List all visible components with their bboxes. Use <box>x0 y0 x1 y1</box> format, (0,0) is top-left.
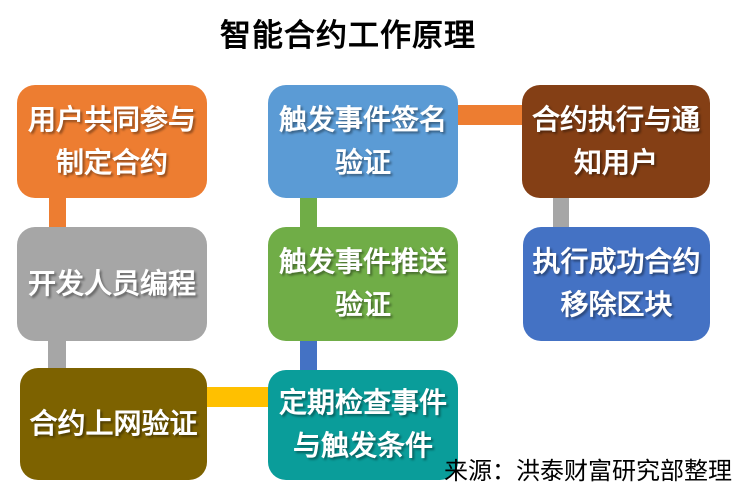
connector-users-to-developer <box>49 196 66 228</box>
flow-node-periodic-check: 定期检查事件 与触发条件 <box>268 370 458 480</box>
flow-node-users-define: 用户共同参与 制定合约 <box>17 85 207 198</box>
source-note: 来源：洪泰财富研究部整理 <box>444 457 732 485</box>
flow-node-execute-notify: 合约执行与通 知用户 <box>522 85 710 198</box>
connector-signature-to-execute <box>457 105 523 125</box>
connector-execute-to-remove <box>553 196 569 228</box>
flow-node-trigger-signature: 触发事件签名 验证 <box>268 85 458 198</box>
flow-node-developer-program: 开发人员编程 <box>17 227 207 341</box>
page-title: 智能合约工作原理 <box>220 18 476 54</box>
connector-push-to-signature <box>300 196 317 228</box>
connector-periodic-to-push <box>300 340 317 371</box>
flow-node-trigger-push: 触发事件推送 验证 <box>268 227 458 341</box>
connector-online-to-periodic <box>206 387 269 407</box>
flow-node-remove-block: 执行成功合约 移除区块 <box>523 227 710 341</box>
flow-node-contract-online: 合约上网验证 <box>20 368 207 480</box>
connector-developer-to-online <box>48 340 66 370</box>
